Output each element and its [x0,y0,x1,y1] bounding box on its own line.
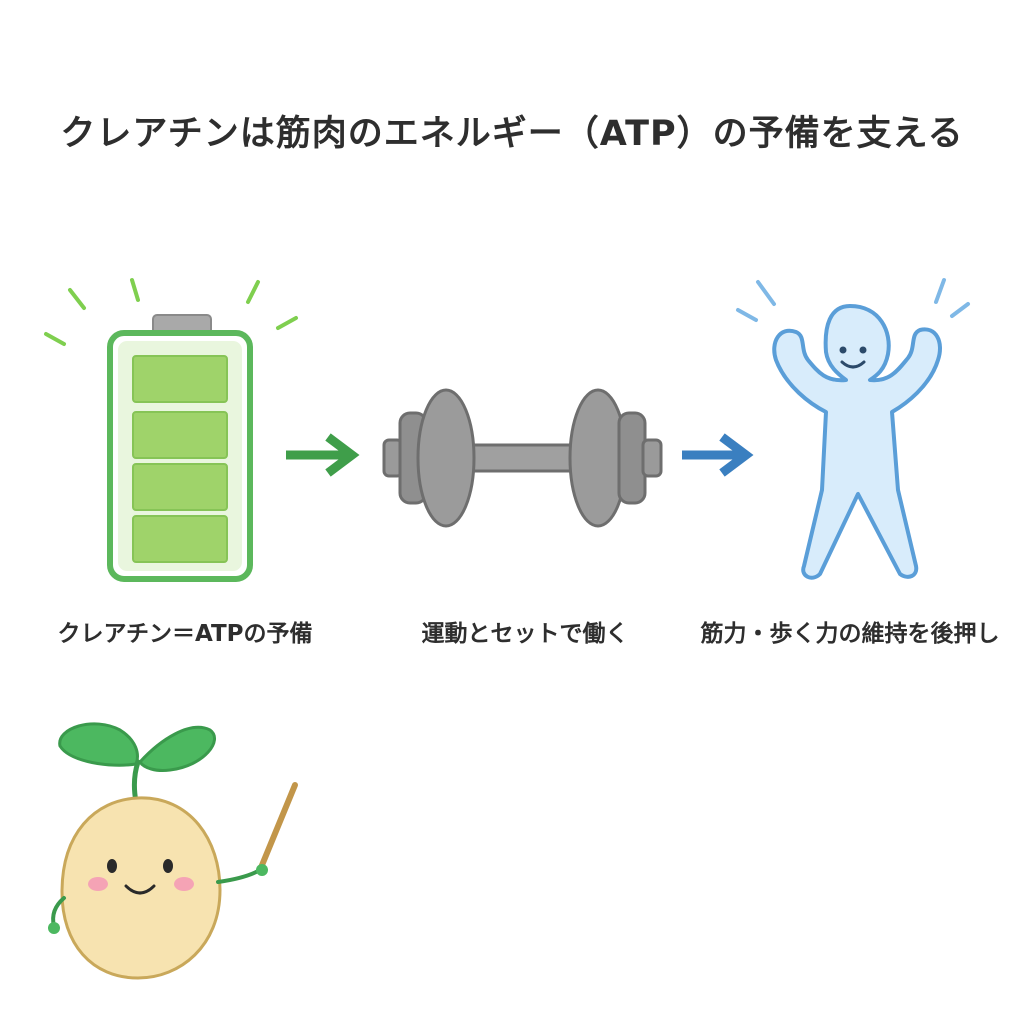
step-caption: クレアチン＝ATPの予備 [57,621,313,647]
arrow-right-icon [286,433,360,477]
battery-cells [132,355,228,563]
page-title: クレアチンは筋肉のエネルギー（ATP）の予備を支える [60,114,964,154]
strong-person-icon [736,278,970,580]
sparkle-lines [44,278,298,346]
step-caption: 運動とセットで働く [421,621,629,647]
sparkle-lines [736,278,970,322]
battery-icon [44,278,298,582]
dumbbell-icon [382,388,663,528]
step-caption: 筋力・歩く力の維持を後押し [700,621,1000,647]
sprout-mascot-icon [48,722,298,980]
arrow-right-icon [682,433,754,477]
